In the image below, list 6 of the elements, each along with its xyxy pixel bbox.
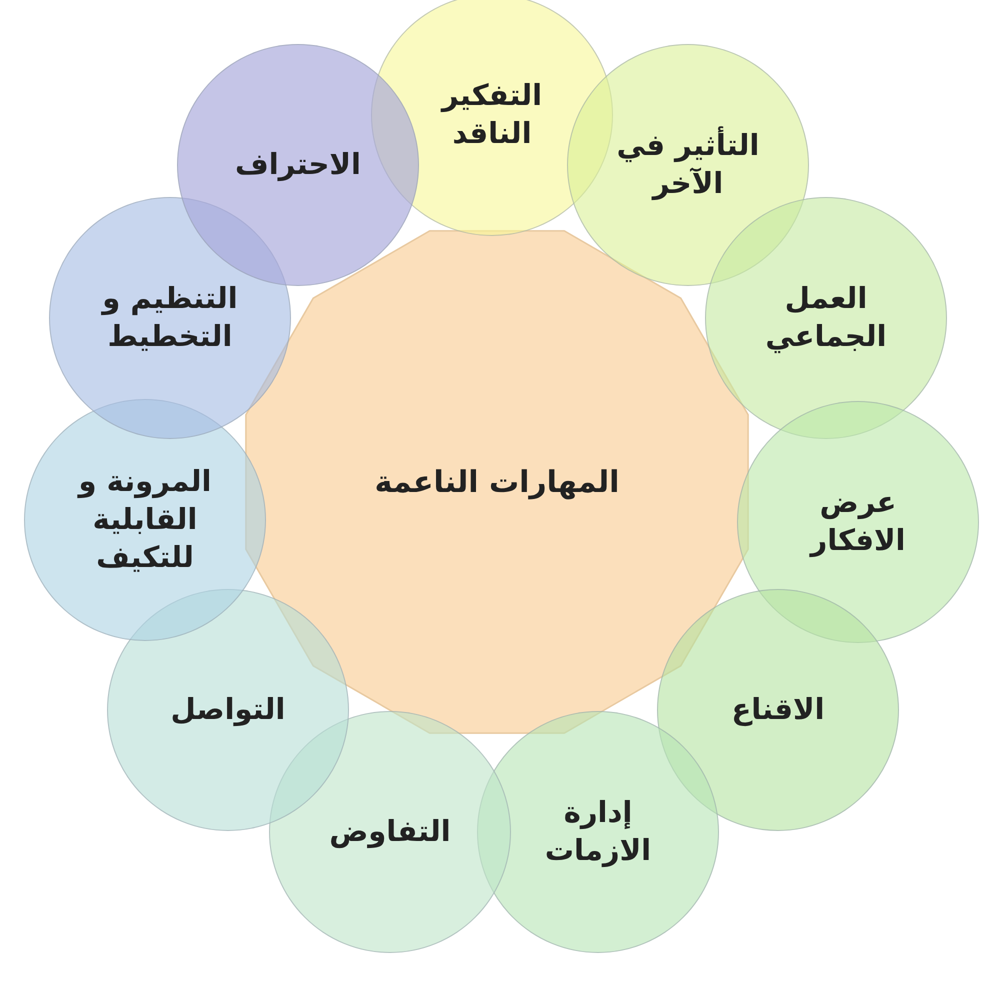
skill-circle: التواصل (107, 589, 349, 831)
skill-circle: الاحتراف (177, 44, 419, 286)
skill-circle: عرض الافكار (737, 401, 979, 643)
skill-circle: التأثير في الآخر (567, 44, 809, 286)
skill-circle: التنظيم و التخطيط (49, 197, 291, 439)
skill-circle: الاقناع (657, 589, 899, 831)
